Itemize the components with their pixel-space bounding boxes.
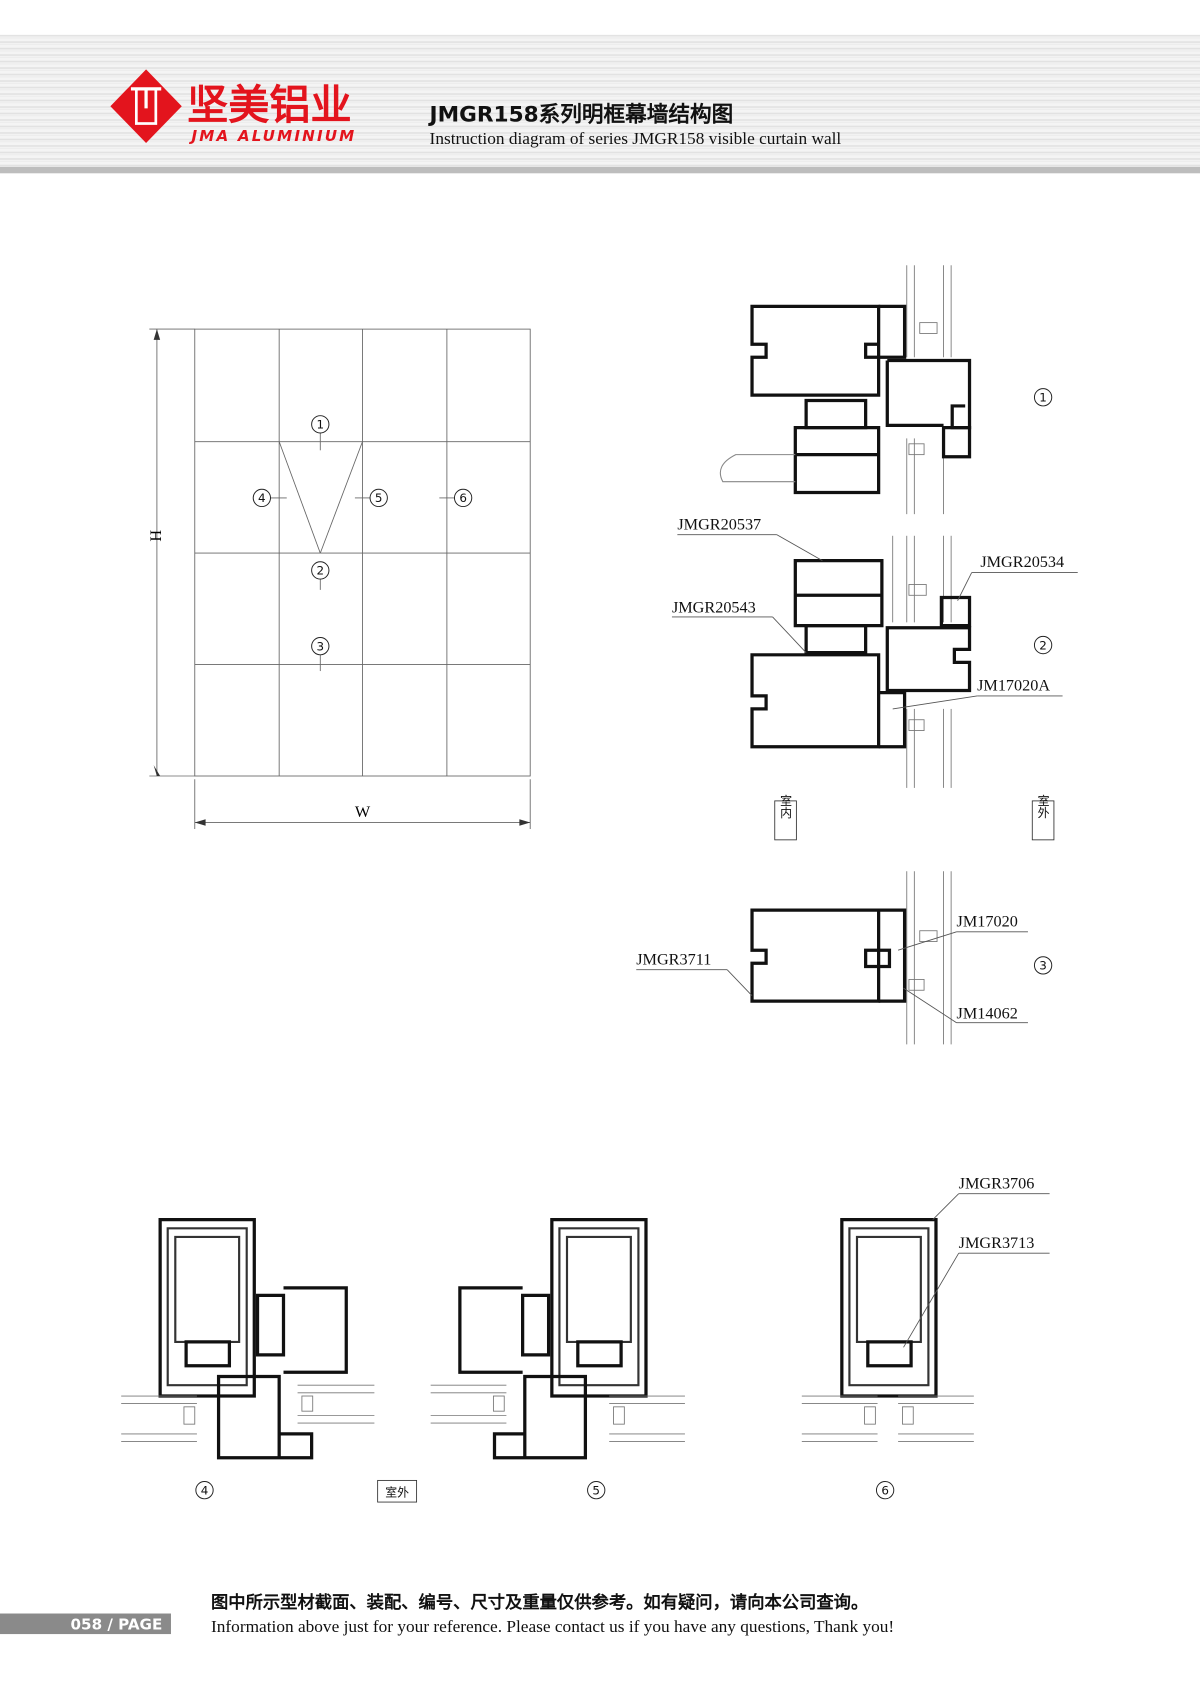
footer-note-cn: 图中所示型材截面、装配、编号、尺寸及重量仅供参考。如有疑问，请向本公司查询。 — [211, 1592, 868, 1613]
section-1-drawing — [719, 265, 972, 515]
svg-text:2: 2 — [1039, 638, 1047, 652]
elevation-marker-5: 5 — [369, 488, 388, 508]
part-label-jmgr3706: JMGR3706 — [959, 1174, 1035, 1192]
part-label-jmgr20543: JMGR20543 — [672, 599, 756, 617]
footer-note-en: Information above just for your referenc… — [211, 1617, 894, 1636]
section-1-marker: 1 — [1033, 388, 1053, 407]
svg-text:6: 6 — [881, 1483, 889, 1497]
elevation-marker-4: 4 — [252, 488, 272, 508]
svg-text:1: 1 — [316, 418, 324, 432]
svg-text:6: 6 — [459, 491, 467, 505]
brand-name-cn: 坚美铝业 — [187, 81, 351, 129]
header-banner — [0, 34, 1200, 174]
svg-text:058 / PAGE: 058 / PAGE — [71, 1616, 163, 1634]
part-label-jmgr20534: JMGR20534 — [980, 553, 1064, 571]
svg-text:室外: 室外 — [385, 1486, 409, 1500]
page-subtitle: Instruction diagram of series JMGR158 vi… — [430, 129, 842, 148]
part-label-jm17020a: JM17020A — [977, 677, 1050, 695]
indoor-label: 室内 — [774, 794, 797, 841]
svg-text:室外: 室外 — [1036, 794, 1050, 819]
part-label-jmgr20537: JMGR20537 — [677, 515, 761, 533]
section-6-drawing — [801, 1193, 1050, 1442]
section-2-drawing — [671, 534, 1078, 788]
page-number-badge: 058 / PAGE — [0, 1613, 171, 1635]
part-label-jm17020: JM17020 — [957, 912, 1018, 930]
part-label-jm14062: JM14062 — [957, 1004, 1018, 1022]
svg-text:3: 3 — [1039, 959, 1047, 973]
height-label: H — [146, 530, 164, 542]
svg-text:4: 4 — [201, 1483, 209, 1497]
elevation-marker-1: 1 — [311, 415, 330, 434]
section-4-drawing — [121, 1218, 375, 1460]
brand-name-en: JMA ALUMINIUM — [189, 127, 357, 145]
svg-text:5: 5 — [592, 1483, 600, 1497]
section-3-drawing — [636, 871, 1028, 1045]
section-6-marker: 6 — [875, 1481, 895, 1500]
outdoor-label-bottom: 室外 — [377, 1479, 418, 1503]
section-2-marker: 2 — [1033, 635, 1053, 655]
svg-text:2: 2 — [316, 564, 324, 578]
brand-logo — [110, 69, 182, 143]
section-3-marker: 3 — [1033, 956, 1053, 975]
section-4-marker: 4 — [195, 1481, 214, 1500]
width-label: W — [355, 803, 371, 821]
section-5-marker: 5 — [587, 1481, 606, 1500]
elevation-marker-3: 3 — [311, 637, 330, 656]
section-5-drawing — [430, 1218, 685, 1460]
part-label-jmgr3711: JMGR3711 — [636, 950, 711, 968]
svg-text:3: 3 — [316, 639, 324, 653]
page-title: JMGR158系列明框幕墙结构图 — [428, 101, 734, 127]
part-label-jmgr3713: JMGR3713 — [959, 1234, 1035, 1252]
svg-text:1: 1 — [1039, 391, 1047, 405]
svg-text:5: 5 — [375, 491, 383, 505]
svg-text:室内: 室内 — [779, 794, 793, 819]
elevation-marker-2: 2 — [311, 561, 330, 580]
elevation-grid — [149, 328, 531, 830]
svg-text:4: 4 — [258, 491, 266, 505]
elevation-marker-6: 6 — [453, 488, 473, 508]
outdoor-label: 室外 — [1031, 794, 1055, 841]
